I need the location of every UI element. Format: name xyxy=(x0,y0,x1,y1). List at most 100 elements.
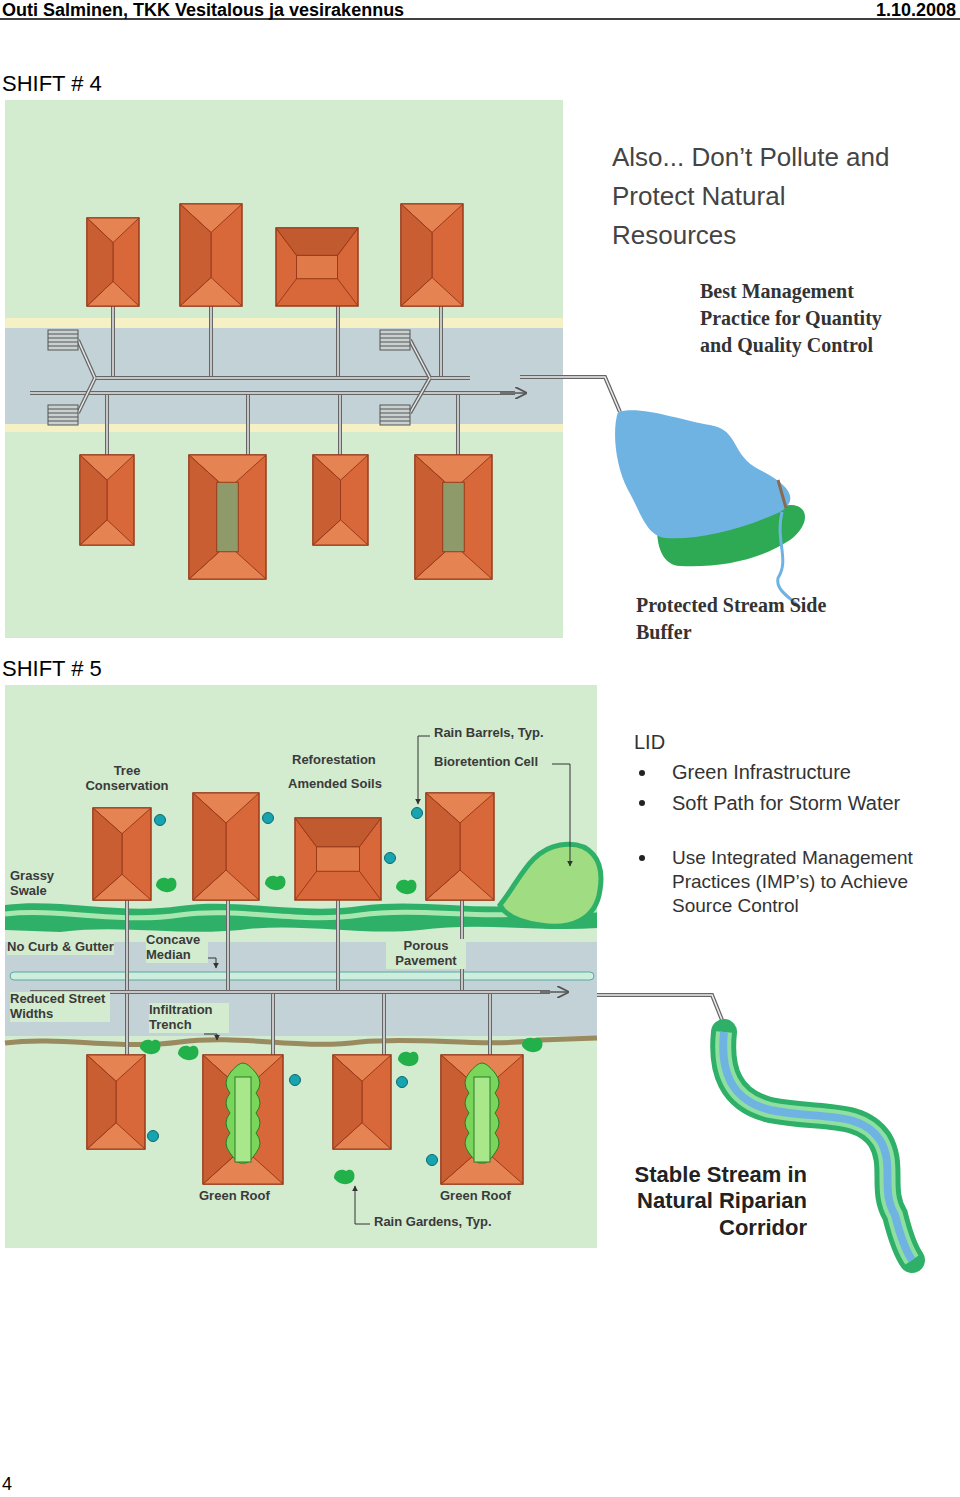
rain-garden xyxy=(178,1046,199,1060)
callout-label: Bioretention Cell xyxy=(434,755,538,770)
house-roof xyxy=(401,204,463,306)
callout-label: Green Roof xyxy=(199,1189,270,1204)
house-roof xyxy=(441,1055,523,1184)
house-roof xyxy=(313,455,368,545)
bullet-text: Soft Path for Storm Water xyxy=(672,791,902,815)
rain-barrel xyxy=(427,1155,438,1166)
pipe xyxy=(271,992,275,1055)
house-roof xyxy=(193,793,259,900)
storm-grate xyxy=(380,405,410,425)
bullet xyxy=(639,855,645,861)
ground xyxy=(5,100,563,638)
callout-label: Grassy Swale xyxy=(10,869,66,899)
pipe xyxy=(488,992,492,1055)
pipe xyxy=(336,900,340,992)
page-date: 1.10.2008 xyxy=(860,0,956,21)
callout-label: Protected Stream Side Buffer xyxy=(636,592,856,646)
house-roof xyxy=(80,455,134,545)
callout-label: Concave Median xyxy=(146,933,208,963)
leader-line xyxy=(552,764,570,866)
pipe xyxy=(111,306,115,378)
pipe xyxy=(105,393,109,455)
rain-barrel xyxy=(412,808,423,819)
rain-garden xyxy=(396,880,417,894)
rain-garden xyxy=(398,1052,419,1066)
storm-grate xyxy=(48,405,78,425)
stream xyxy=(778,512,800,608)
storm-grate xyxy=(48,330,78,350)
section-heading: SHIFT # 4 xyxy=(2,71,102,96)
pond xyxy=(615,410,790,538)
page-header: Outi Salminen, TKK Vesitalous ja vesirak… xyxy=(2,0,404,21)
bullet xyxy=(639,800,645,806)
callout-label: Reforestation xyxy=(292,753,376,768)
pipe xyxy=(125,900,129,992)
infiltration-trench xyxy=(5,1038,597,1045)
road xyxy=(5,328,563,424)
leader-line xyxy=(418,736,430,804)
rain-garden xyxy=(265,876,286,890)
outfall-pipe xyxy=(520,377,620,412)
flow-arrow xyxy=(540,991,568,993)
flow-arrow xyxy=(500,392,526,394)
dam xyxy=(778,480,786,508)
rain-barrel xyxy=(397,1077,408,1088)
rain-garden xyxy=(156,878,177,892)
bullet-text: Green Infrastructure xyxy=(672,761,851,784)
callout-label: Stable Stream in Natural Riparian Corrid… xyxy=(592,1162,807,1241)
callout-label: No Curb & Gutter xyxy=(7,940,114,955)
rain-garden xyxy=(334,1170,355,1184)
leader-line xyxy=(355,1186,370,1224)
ground xyxy=(5,685,597,1248)
callout-label: Best Management Practice for Quantity an… xyxy=(700,278,900,359)
pipe xyxy=(336,306,340,378)
house-roof xyxy=(93,808,151,900)
callout-label: Amended Soils xyxy=(288,777,382,792)
shift5-illustration xyxy=(5,685,601,1248)
road-edge xyxy=(5,318,563,432)
callout-label: Rain Barrels, Typ. xyxy=(434,726,544,741)
house-roof xyxy=(203,1055,283,1184)
pipe xyxy=(125,992,129,1055)
section-heading: SHIFT # 5 xyxy=(2,656,102,681)
panel-heading: Also... Don’t Pollute and Protect Natura… xyxy=(612,138,912,255)
house-roof xyxy=(415,455,492,579)
pipe xyxy=(209,306,213,378)
rain-garden xyxy=(140,1040,161,1054)
callout-label: Reduced Street Widths xyxy=(10,992,110,1022)
pipe xyxy=(226,900,230,992)
list-heading: LID xyxy=(634,731,665,754)
bioretention-cell xyxy=(500,844,601,926)
callout-label: Porous Pavement xyxy=(386,939,466,969)
pipe xyxy=(439,306,443,378)
pipe xyxy=(338,393,342,455)
rain-garden xyxy=(522,1038,543,1052)
pipe xyxy=(410,378,430,413)
concave-median xyxy=(10,972,594,980)
rain-barrel xyxy=(263,813,274,824)
pipe xyxy=(95,376,470,380)
rain-barrel xyxy=(155,815,166,826)
bullet xyxy=(639,770,645,776)
house-roof xyxy=(87,218,139,306)
house-roof xyxy=(180,204,242,306)
bullet-text: Use Integrated Management Practices (IMP… xyxy=(672,846,922,917)
shift4-illustration xyxy=(5,100,563,638)
callout-label: Green Roof xyxy=(440,1189,511,1204)
pipe xyxy=(410,340,430,378)
house-roof xyxy=(87,1055,145,1149)
pipe xyxy=(382,992,386,1055)
rain-barrel xyxy=(148,1131,159,1142)
pipe xyxy=(456,393,460,455)
outfall-pipe xyxy=(597,995,726,1030)
road xyxy=(5,942,597,1036)
house-roof xyxy=(276,228,358,306)
rain-barrel xyxy=(290,1075,301,1086)
pipe xyxy=(246,393,250,455)
house-roof xyxy=(189,455,266,579)
rain-barrel xyxy=(385,853,396,864)
callout-label: Infiltration Trench xyxy=(149,1003,229,1033)
callout-label: Tree Conservation xyxy=(72,764,182,794)
